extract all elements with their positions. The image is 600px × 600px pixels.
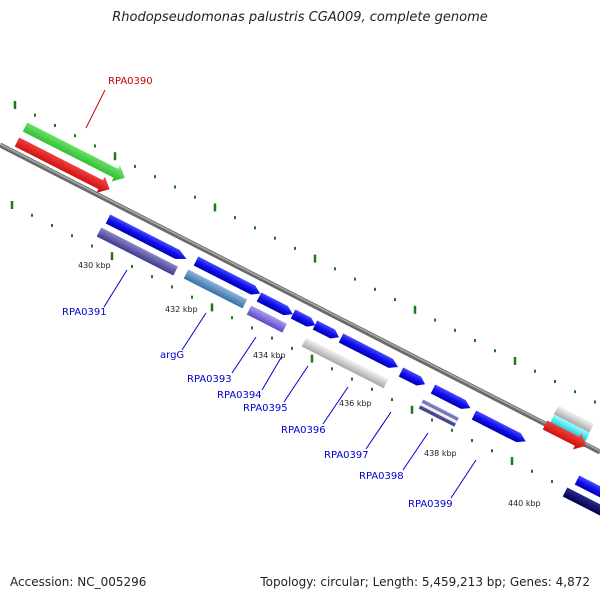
position-labels: 430 kbp 432 kbp 434 kbp 436 kbp 438 kbp …: [78, 261, 541, 508]
gene-label-rpa0398[interactable]: RPA0398: [359, 471, 404, 482]
gene-arrow-rpa0396-alt[interactable]: [301, 337, 389, 389]
position-label: 436 kbp: [339, 399, 372, 408]
gene-arrow-gray-right[interactable]: [553, 405, 594, 433]
gene-label-rpa0393[interactable]: RPA0393: [187, 374, 232, 385]
gene-arrow-navy-edge[interactable]: [562, 487, 600, 524]
gene-arrow-rpa0393-alt[interactable]: [246, 305, 287, 333]
accession-text: Accession: NC_005296: [10, 575, 147, 589]
gene-arrow-argg-alt[interactable]: [183, 269, 248, 309]
label-leader-lines: [85, 89, 477, 499]
leader-line: [231, 336, 257, 374]
genome-summary-text: Topology: circular; Length: 5,459,213 bp…: [260, 575, 590, 589]
gene-arrow-rpa0398[interactable]: [430, 384, 473, 413]
gene-arrow-rpa0395[interactable]: [312, 320, 342, 342]
gene-arrow-cyan-right[interactable]: [549, 414, 590, 442]
leader-line: [181, 312, 207, 351]
leader-line: [365, 411, 392, 450]
gene-label-rpa0395[interactable]: RPA0395: [243, 403, 288, 414]
position-label: 432 kbp: [165, 305, 198, 314]
gene-arrow-rpa0390-red[interactable]: [13, 134, 114, 197]
reverse-strand-features: [96, 214, 600, 524]
position-label: 438 kbp: [424, 449, 457, 458]
gene-arrow-rpa0390-green[interactable]: [21, 119, 129, 186]
position-label: 434 kbp: [253, 351, 286, 360]
gene-label-rpa0394[interactable]: RPA0394: [217, 390, 262, 401]
forward-strand-features: [13, 119, 594, 454]
gene-arrow-rpa0397[interactable]: [398, 367, 428, 389]
gene-arrow-rpa0394[interactable]: [290, 309, 318, 330]
leader-line: [261, 355, 283, 391]
map-title: Rhodopseudomonas palustris CGA009, compl…: [112, 10, 488, 25]
gene-arrow-rpa0391-alt[interactable]: [96, 227, 178, 276]
gene-arrow-blue-edge[interactable]: [574, 475, 600, 504]
gene-arrow-rpa0398-alt[interactable]: [418, 399, 459, 427]
leader-line: [283, 365, 309, 403]
gene-arrow-rpa0391[interactable]: [105, 214, 189, 264]
gene-arrow-rpa0399[interactable]: [471, 410, 528, 446]
leader-line: [450, 459, 477, 499]
gene-arrow-rpa0393[interactable]: [256, 292, 295, 319]
gene-label-rpa0396[interactable]: RPA0396: [281, 425, 326, 436]
gene-labels: RPA0390 RPA0391 argG RPA0393 RPA0394 RPA…: [62, 76, 453, 510]
gene-label-argg[interactable]: argG: [160, 350, 184, 361]
gene-arrow-rpa0396[interactable]: [338, 333, 401, 372]
leader-line: [103, 269, 128, 308]
leader-line: [85, 89, 106, 129]
gene-label-rpa0391[interactable]: RPA0391: [62, 307, 107, 318]
gene-label-rpa0390[interactable]: RPA0390: [108, 76, 153, 87]
gene-arrow-red-right[interactable]: [541, 417, 590, 454]
gene-label-rpa0399[interactable]: RPA0399: [408, 499, 453, 510]
position-label: 430 kbp: [78, 261, 111, 270]
gene-arrow-argg[interactable]: [193, 256, 263, 299]
leader-line: [322, 386, 349, 425]
position-label: 440 kbp: [508, 499, 541, 508]
genome-backbone: [0, 142, 600, 455]
gene-label-rpa0397[interactable]: RPA0397: [324, 450, 369, 461]
leader-line: [402, 432, 429, 471]
